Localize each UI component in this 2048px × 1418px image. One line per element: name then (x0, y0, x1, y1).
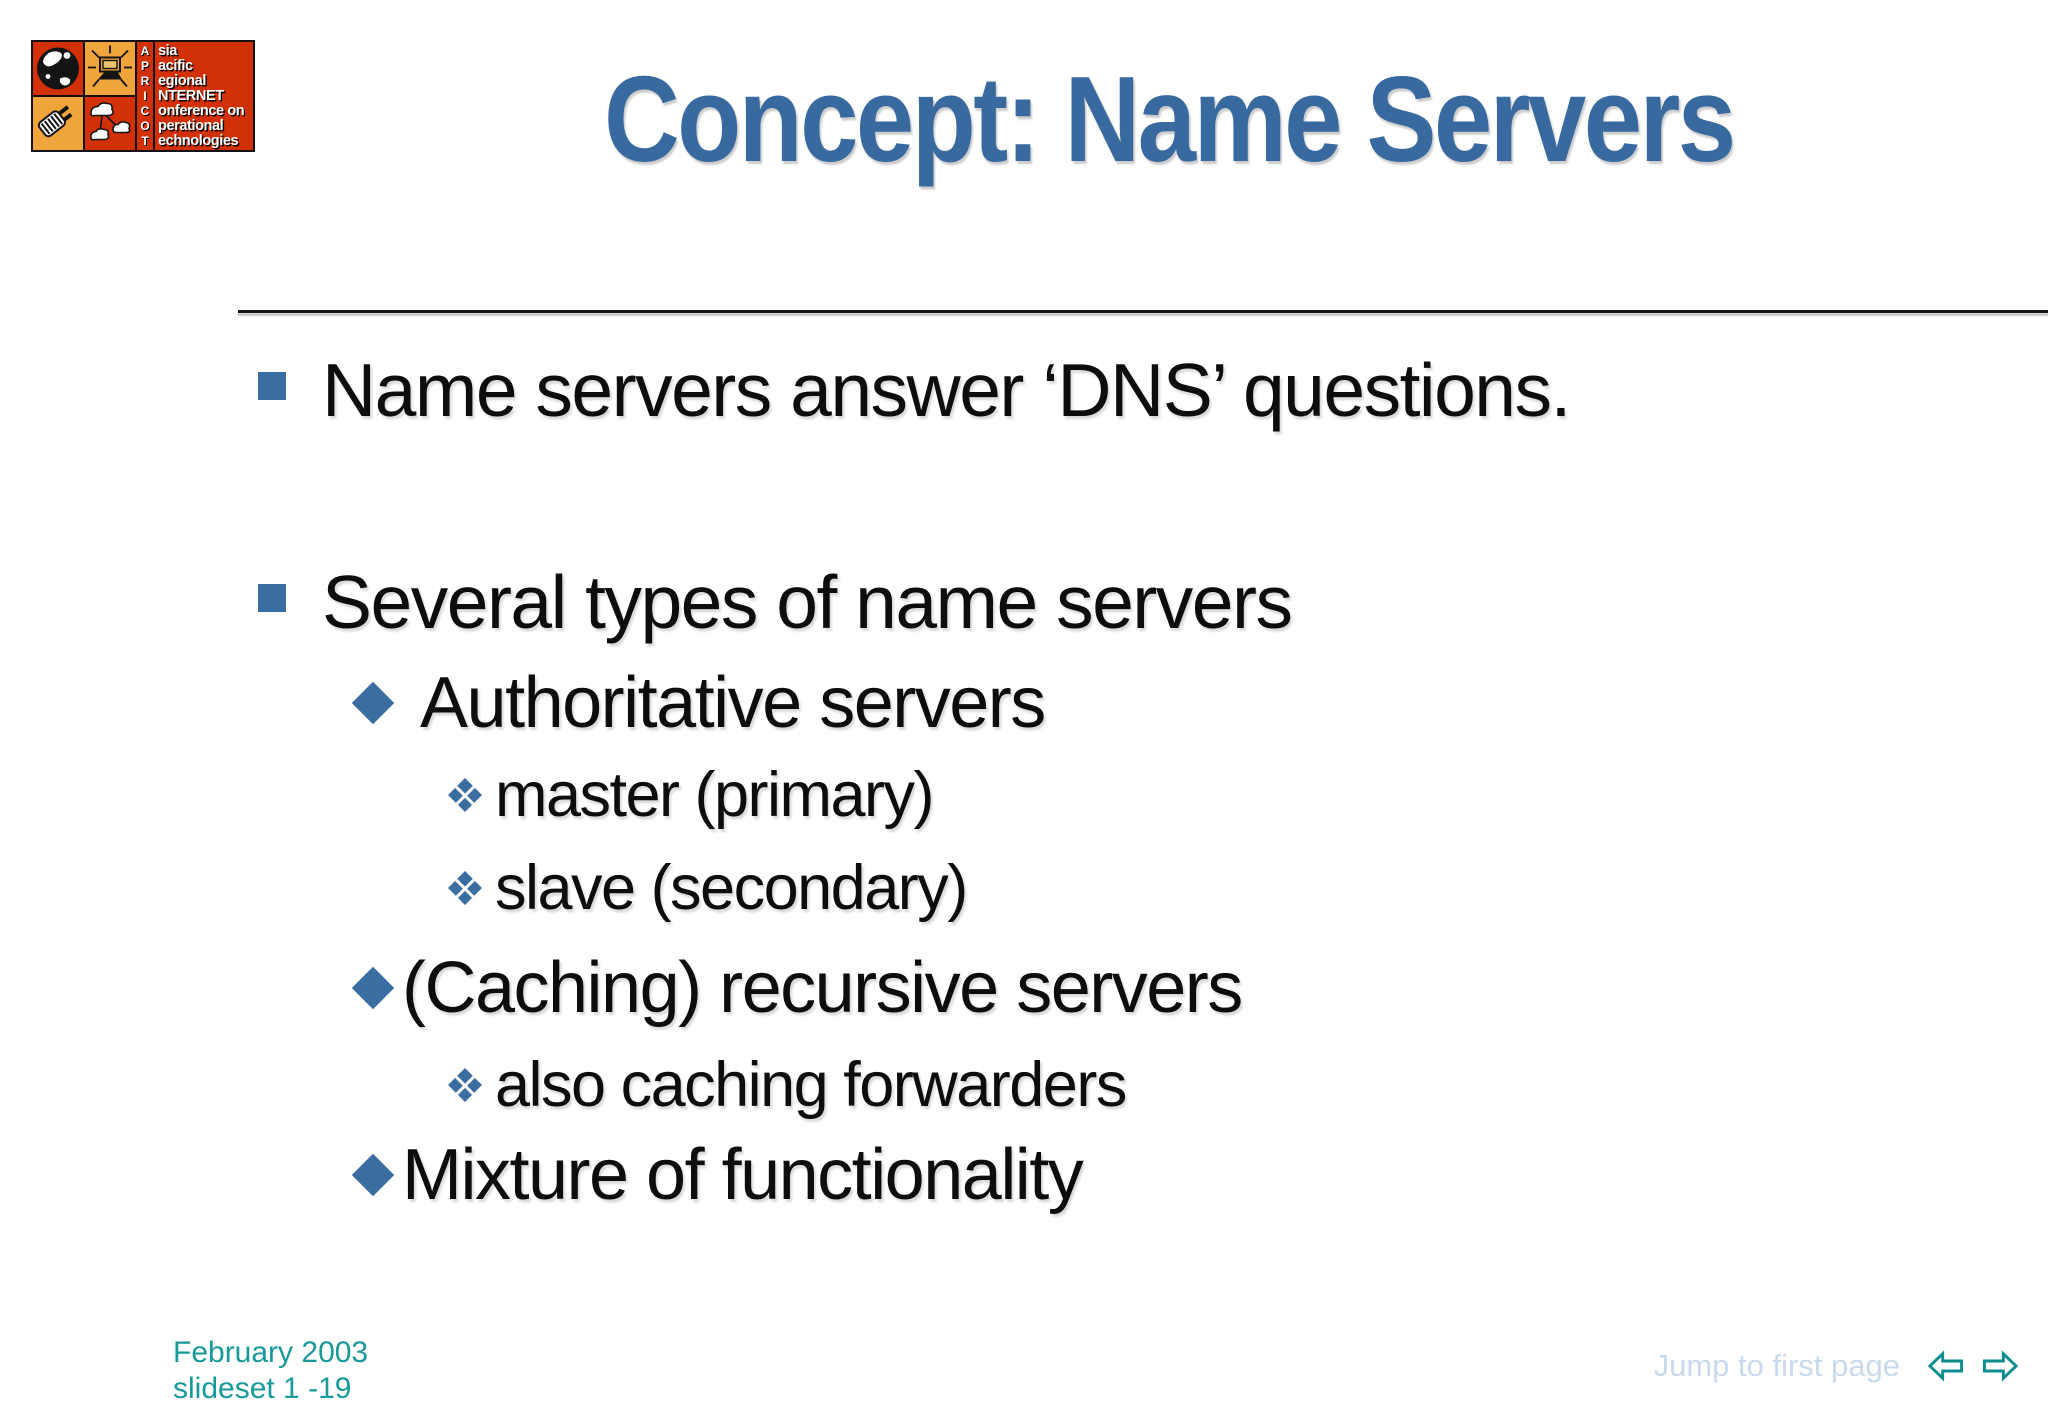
logo-letter: I (143, 89, 147, 103)
footer-info: February 2003 slideset 1 -19 (173, 1335, 368, 1407)
logo-text-line: NTERNET (158, 88, 224, 104)
footer-slideset: slideset 1 -19 (173, 1372, 352, 1405)
globe-icon (33, 42, 83, 95)
connector-icon (33, 97, 83, 150)
logo-text-line: egional (158, 73, 206, 89)
bullet-text: Several types of name servers (322, 560, 1293, 644)
diamond-x-bullet-icon (448, 1068, 482, 1102)
bullet-text: Mixture of functionality (402, 1135, 1084, 1215)
logo-text-line: sia (158, 43, 177, 59)
logo-letter: O (140, 119, 150, 133)
logo-letter: P (140, 59, 149, 73)
bullet-item: Several types of name servers (258, 560, 1293, 644)
slide-title: Concept: Name Servers (300, 58, 2038, 180)
diamond-x-bullet-icon (448, 778, 482, 812)
clouds-icon (85, 97, 135, 150)
logo-letter: C (140, 104, 150, 118)
bullet-item: Authoritative servers (351, 663, 1046, 743)
computer-icon (85, 42, 135, 95)
diamond-bullet-icon (351, 681, 395, 725)
diamond-x-bullet-icon (448, 871, 482, 905)
bullet-text: Authoritative servers (420, 663, 1046, 743)
bullet-item: Mixture of functionality (351, 1135, 1084, 1215)
jump-to-first-page-link[interactable]: Jump to first page (1653, 1348, 1900, 1383)
slide-navigation: Jump to first page (1654, 1346, 2020, 1386)
bullet-text: slave (secondary) (495, 853, 968, 923)
diamond-bullet-icon (351, 1153, 395, 1197)
square-bullet-icon (258, 372, 286, 400)
logo-letter: R (140, 74, 150, 88)
bullet-item: also caching forwarders (447, 1050, 1127, 1120)
square-bullet-icon (258, 584, 286, 612)
bullet-item: slave (secondary) (447, 853, 968, 923)
logo-letter: T (141, 134, 149, 148)
bullet-text: also caching forwarders (495, 1050, 1127, 1120)
bullet-item: (Caching) recursive servers (351, 948, 1243, 1028)
apricot-logo: A P R I C O T sia acific egional NTERNET… (31, 40, 255, 152)
slide-title-text: Concept: Name Servers (604, 51, 1736, 187)
logo-text-line: onference on (158, 103, 245, 119)
bullet-text: Name servers answer ‘DNS’ questions. (322, 348, 1571, 432)
bullet-item: master (primary) (447, 760, 935, 830)
logo-letter: A (140, 44, 150, 58)
bullet-text: master (primary) (495, 760, 935, 830)
footer-date: February 2003 (173, 1336, 369, 1369)
logo-text-line: echnologies (158, 133, 239, 149)
logo-apricot-letters: A P R I C O T (135, 42, 155, 150)
bullet-item: Name servers answer ‘DNS’ questions. (258, 348, 1571, 432)
bullet-text: (Caching) recursive servers (402, 948, 1243, 1028)
logo-image-grid (33, 42, 135, 150)
previous-slide-arrow-icon[interactable] (1926, 1346, 1966, 1386)
next-slide-arrow-icon[interactable] (1980, 1346, 2020, 1386)
logo-text-line: acific (158, 58, 193, 74)
title-divider-line (238, 310, 2048, 313)
diamond-bullet-icon (351, 966, 395, 1010)
logo-text: sia acific egional NTERNET onference on … (155, 42, 253, 150)
logo-text-line: perational (158, 118, 224, 134)
